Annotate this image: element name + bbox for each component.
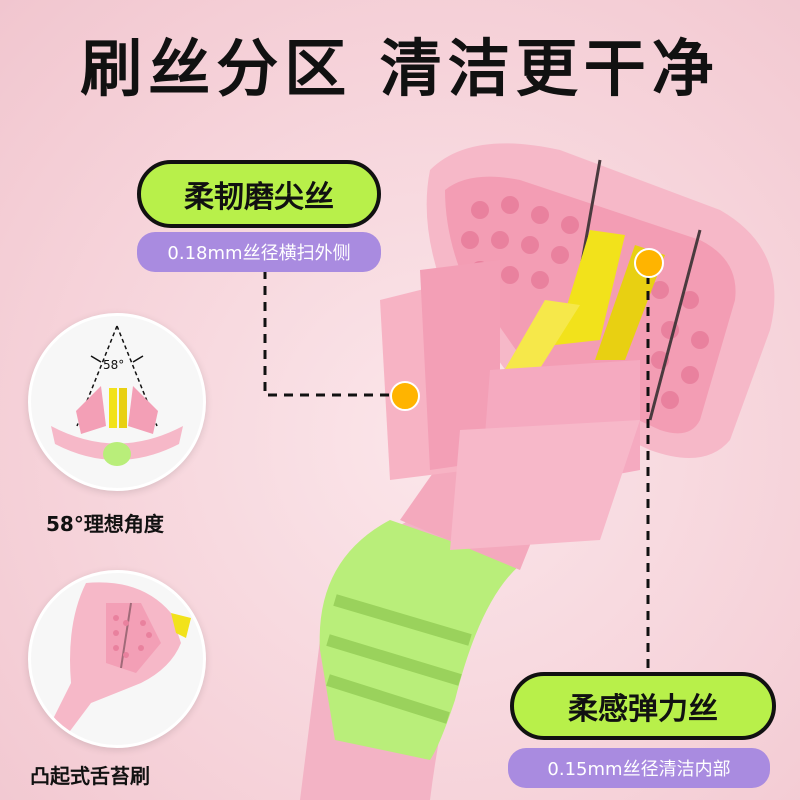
brush-base (51, 426, 183, 460)
headline: 刷丝分区 清洁更干净 (80, 32, 720, 105)
callout-bottom-title: 柔感弹力丝 (510, 672, 776, 740)
tongue-cleaner-bumps (461, 196, 709, 409)
angle-arrows (90, 355, 144, 363)
handle-grip (319, 520, 520, 760)
angle-label: 58° (103, 358, 125, 372)
detail-angle-circle: 58° (28, 313, 206, 491)
brush-center-grip (103, 442, 131, 466)
tongue-pad (106, 603, 161, 673)
leader-line-top (263, 270, 395, 397)
grip-ridges (326, 594, 472, 724)
detail-tongue-circle (28, 570, 206, 748)
tongue-cleaner-diagram (41, 582, 191, 743)
angle-diagram (51, 325, 183, 466)
marker-dot-inner (634, 248, 664, 278)
detail-angle-caption: 58°理想角度 (46, 512, 164, 536)
outer-pink-bristles (380, 260, 640, 550)
detail-tongue-caption: 凸起式舌苔刷 (30, 764, 150, 788)
angle-lines (76, 325, 158, 427)
callout-top-title: 柔韧磨尖丝 (137, 160, 381, 228)
marker-dot-outer (390, 381, 420, 411)
callout-top-subtitle: 0.18mm丝径横扫外侧 (137, 232, 381, 272)
callout-bottom-subtitle: 0.15mm丝径清洁内部 (508, 748, 770, 788)
